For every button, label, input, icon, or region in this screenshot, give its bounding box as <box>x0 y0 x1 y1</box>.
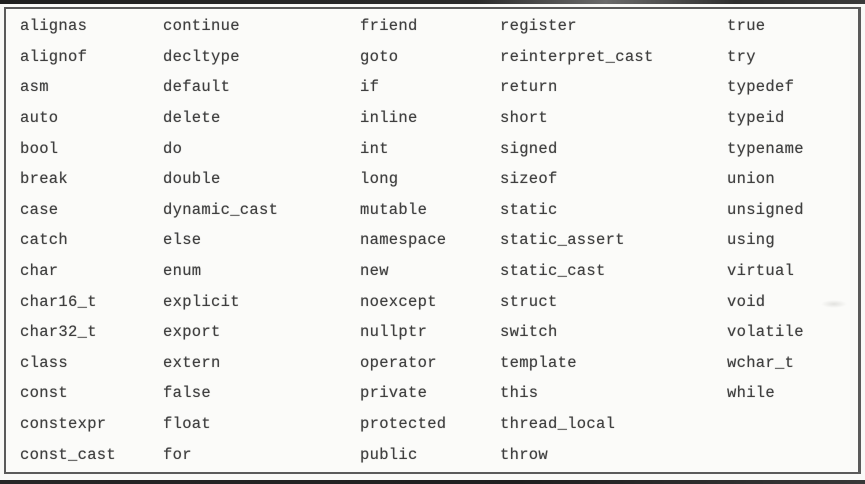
bottom-rule-divider <box>0 480 865 484</box>
keyword-cell: register <box>500 17 577 36</box>
keyword-cell: long <box>360 170 399 189</box>
keyword-cell <box>727 439 858 470</box>
keyword-cell: typename <box>727 139 804 158</box>
keyword-cell: private <box>360 384 428 403</box>
keyword-cell: break <box>20 170 69 189</box>
keyword-cell: delete <box>163 109 221 128</box>
keyword-cell: return <box>500 78 558 97</box>
keyword-cell: signed <box>500 139 558 158</box>
keyword-cell <box>727 409 858 440</box>
keyword-cell: constexpr <box>20 415 107 434</box>
keyword-cell: dynamic_cast <box>163 200 279 219</box>
keyword-cell: typeid <box>727 109 785 128</box>
top-rule-divider <box>0 0 865 4</box>
keyword-cell: const_cast <box>20 445 117 464</box>
keyword-cell: else <box>163 231 202 250</box>
keyword-cell: static_cast <box>500 262 606 281</box>
keyword-cell: const <box>20 384 69 403</box>
keyword-cell: explicit <box>163 292 240 311</box>
keyword-cell: catch <box>20 231 69 250</box>
keyword-cell: alignof <box>20 47 88 66</box>
keyword-cell: goto <box>360 47 399 66</box>
keyword-cell: export <box>163 323 221 342</box>
keyword-cell: int <box>360 139 389 158</box>
keyword-cell: reinterpret_cast <box>500 47 654 66</box>
keyword-cell: static_assert <box>500 231 625 250</box>
keyword-cell: new <box>360 262 389 281</box>
keyword-cell: auto <box>20 109 59 128</box>
keyword-cell: wchar_t <box>727 353 795 372</box>
keyword-cell: sizeof <box>500 170 558 189</box>
keyword-cell: char16_t <box>20 292 97 311</box>
keyword-cell: char32_t <box>20 323 97 342</box>
keyword-cell: char <box>20 262 59 281</box>
keyword-cell: switch <box>500 323 558 342</box>
keyword-cell: short <box>500 109 549 128</box>
keyword-cell: enum <box>163 262 202 281</box>
keyword-cell: case <box>20 200 59 219</box>
keyword-cell: friend <box>360 17 418 36</box>
keyword-cell: asm <box>20 78 49 97</box>
keyword-cell: public <box>360 445 418 464</box>
keyword-cell: protected <box>360 415 447 434</box>
keyword-cell: alignas <box>20 17 88 36</box>
keyword-cell: inline <box>360 109 418 128</box>
keyword-cell: bool <box>20 139 59 158</box>
keyword-cell: thread_local <box>500 415 616 434</box>
keyword-cell: class <box>20 353 69 372</box>
keyword-cell: template <box>500 353 577 372</box>
keyword-cell: decltype <box>163 47 240 66</box>
keyword-cell: typedef <box>727 78 795 97</box>
keyword-cell: union <box>727 170 776 189</box>
keyword-cell: using <box>727 231 776 250</box>
keyword-cell: float <box>163 415 212 434</box>
keyword-cell: mutable <box>360 200 428 219</box>
keyword-cell: continue <box>163 17 240 36</box>
keyword-cell: try <box>727 47 756 66</box>
keyword-cell: false <box>163 384 212 403</box>
keyword-cell: virtual <box>727 262 795 281</box>
keyword-cell: this <box>500 384 539 403</box>
keyword-cell: for <box>163 445 192 464</box>
keyword-cell: while <box>727 384 776 403</box>
keyword-cell: throw <box>500 445 549 464</box>
keyword-cell: double <box>163 170 221 189</box>
keyword-cell: default <box>163 78 231 97</box>
keyword-cell: namespace <box>360 231 447 250</box>
keyword-cell: true <box>727 17 766 36</box>
keyword-cell: static <box>500 200 558 219</box>
keyword-cell: do <box>163 139 183 158</box>
keyword-cell: noexcept <box>360 292 437 311</box>
keyword-grid: alignas continue friend register true al… <box>6 9 858 472</box>
keyword-cell: if <box>360 78 380 97</box>
keyword-cell: struct <box>500 292 558 311</box>
keyword-cell: volatile <box>727 323 804 342</box>
keyword-cell: unsigned <box>727 200 804 219</box>
cpp-keywords-table: alignas continue friend register true al… <box>4 7 861 474</box>
keyword-cell: nullptr <box>360 323 428 342</box>
keyword-cell: extern <box>163 353 221 372</box>
keyword-cell: operator <box>360 353 437 372</box>
keyword-cell: void <box>727 292 766 311</box>
